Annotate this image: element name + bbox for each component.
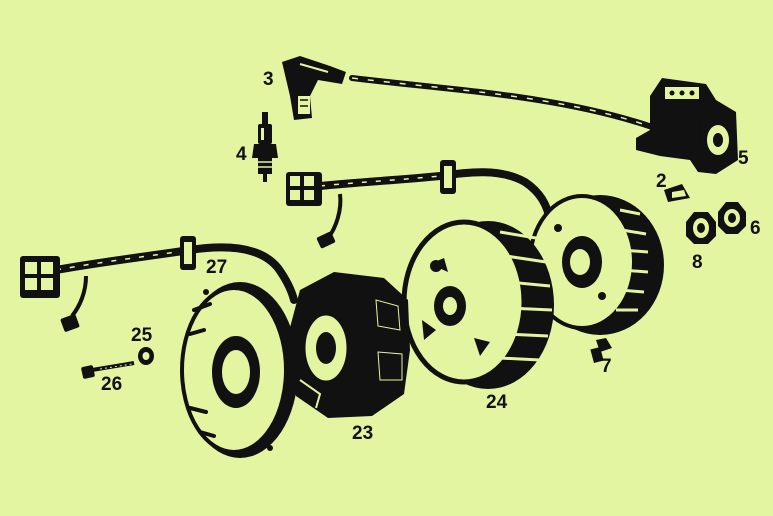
- ht-lead-cable: [349, 75, 658, 131]
- long-screw: [81, 361, 135, 379]
- stator-backing-plate: [180, 282, 298, 458]
- part-label-7: 7: [601, 356, 612, 377]
- part-label-25: 25: [131, 325, 153, 346]
- flywheel-nut: [686, 212, 716, 244]
- small-washer: [138, 347, 154, 365]
- spark-plug: [252, 112, 278, 182]
- upper-wiring-harness: [286, 160, 554, 249]
- mounting-bolt: [590, 338, 612, 364]
- flywheel-rotor: [401, 219, 554, 389]
- part-label-4: 4: [236, 144, 247, 165]
- lower-wiring-harness: [20, 236, 298, 332]
- part-label-2: 2: [656, 171, 667, 192]
- part-label-3: 3: [263, 69, 274, 90]
- part-label-5: 5: [738, 148, 749, 169]
- part-label-23: 23: [352, 423, 374, 444]
- spark-plug-cap: [282, 56, 346, 120]
- part-label-26: 26: [101, 374, 123, 395]
- ignition-coil-unit: [636, 78, 738, 174]
- stator-assembly: [284, 272, 410, 418]
- part-label-27: 27: [206, 257, 228, 278]
- part-label-8: 8: [692, 252, 703, 273]
- rubber-cap: [664, 184, 690, 202]
- part-label-6: 6: [750, 218, 761, 239]
- lock-washer: [718, 202, 746, 234]
- part-label-24: 24: [486, 392, 508, 413]
